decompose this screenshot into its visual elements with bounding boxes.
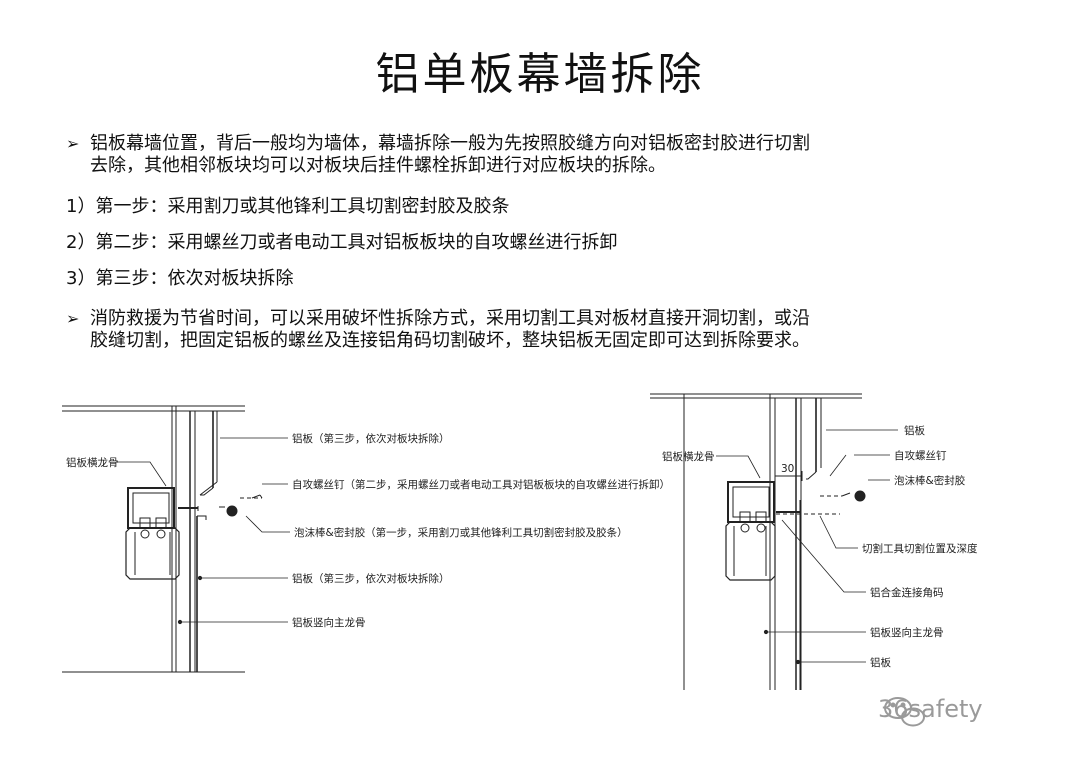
arrow-bullet-icon: ➢ <box>66 134 80 153</box>
paragraph-2-line-1: 消防救援为节省时间，可以采用破坏性拆除方式，采用切割工具对板材直接开洞切割，或沿 <box>90 308 810 329</box>
left-label-screw: 自攻螺丝钉（第二步，采用螺丝刀或者电动工具对铝板板块的自攻螺丝进行拆卸） <box>292 478 670 491</box>
left-label-panel-top: 铝板（第三步，依次对板块拆除） <box>292 432 450 445</box>
right-label-foam: 泡沫棒&密封胶 <box>894 474 966 487</box>
paragraph-2-line-2: 胶缝切割，把固定铝板的螺丝及连接铝角码切割破坏，整块铝板无固定即可达到拆除要求。 <box>90 330 810 351</box>
right-label-cut: 切割工具切割位置及深度 <box>862 542 978 555</box>
left-label-foam: 泡沫棒&密封胶（第一步，采用割刀或其他锋利工具切割密封胶及胶条） <box>294 526 628 539</box>
right-dimension-30: 30 <box>781 463 794 475</box>
arrow-bullet-icon: ➢ <box>66 309 80 328</box>
paragraph-1-line-1: 铝板幕墙位置，背后一般均为墙体，幕墙拆除一般为先按照胶缝方向对铝板密封胶进行切割 <box>90 133 810 154</box>
watermark-text: 36safety <box>878 695 983 723</box>
step-2-text: 2）第二步：采用螺丝刀或者电动工具对铝板板块的自攻螺丝进行拆卸 <box>66 232 618 253</box>
right-label-keel: 铝板横龙骨 <box>662 450 715 463</box>
right-diagram <box>650 393 898 690</box>
right-label-panel-top: 铝板 <box>904 424 925 437</box>
left-diagram <box>62 405 290 673</box>
left-label-panel-bottom: 铝板（第三步，依次对板块拆除） <box>292 572 450 585</box>
right-label-panel-bottom: 铝板 <box>870 656 891 669</box>
right-label-angle: 铝合金连接角码 <box>870 586 944 599</box>
left-label-vertical: 铝板竖向主龙骨 <box>292 616 366 629</box>
right-label-screw: 自攻螺丝钉 <box>894 449 947 462</box>
paragraph-1-line-2: 去除，其他相邻板块均可以对板块后挂件螺栓拆卸进行对应板块的拆除。 <box>90 155 666 176</box>
right-label-vertical: 铝板竖向主龙骨 <box>870 626 944 639</box>
page-title: 铝单板幕墙拆除 <box>375 49 705 100</box>
left-label-keel: 铝板横龙骨 <box>66 456 119 469</box>
step-1-text: 1）第一步：采用割刀或其他锋利工具切割密封胶及胶条 <box>66 196 510 217</box>
wechat-icon <box>884 697 925 727</box>
step-3-text: 3）第三步：依次对板块拆除 <box>66 268 294 289</box>
